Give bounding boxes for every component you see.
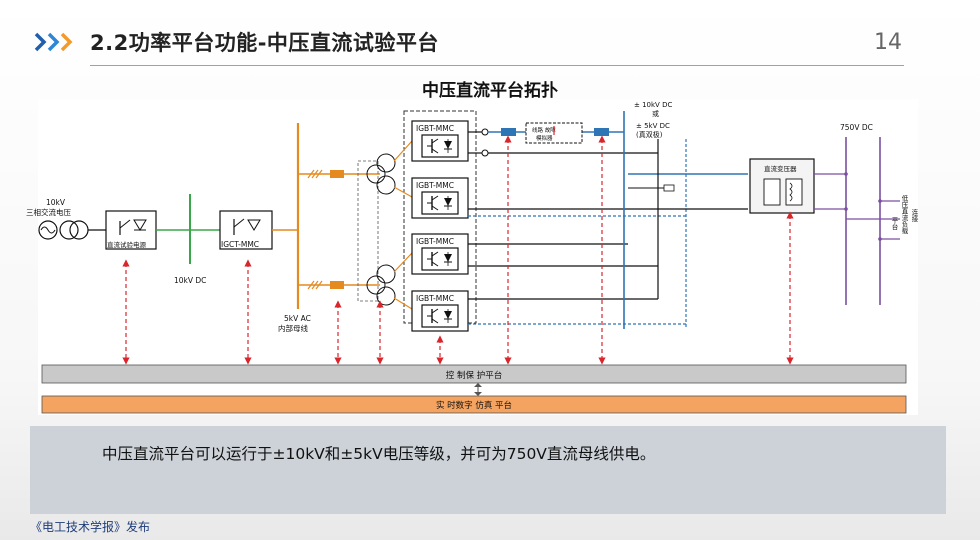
source-label-line: 三相交流电压 [26, 207, 71, 217]
title-divider [90, 65, 904, 66]
voltage-level-label-line: 或 [652, 109, 659, 118]
dc-test-source-box [105, 210, 157, 250]
breaker-dc-2 [594, 128, 609, 136]
breaker-lower [330, 281, 344, 289]
chevron-right-icon [34, 32, 73, 52]
control-protection-platform [41, 364, 907, 384]
igbt-mmc-label: IGBT-MMC [416, 181, 454, 190]
voltage-level-label-line: ± 10kV DC [634, 101, 672, 109]
igbt-mmc-label: IGBT-MMC [416, 294, 454, 303]
igbt-mmc-unit: IGBT-MMC [411, 120, 469, 162]
ac-5kv-bus-label: 5kV AC 内部母线 [278, 314, 313, 333]
voltage-level-label: ± 10kV DC 或 ± 5kV DC (真双极) [634, 101, 675, 139]
igbt-mmc-unit: IGBT-MMC [411, 290, 469, 332]
voltage-level-label-line: (真双极) [636, 130, 663, 139]
igbt-mmc-unit: IGBT-MMC [411, 233, 469, 275]
footer-source: 《电工技术学报》发布 [30, 520, 151, 534]
breaker-upper [330, 170, 344, 178]
igbt-mmc-label: IGBT-MMC [416, 237, 454, 246]
line-fault-simulator-label-line: 模拟器 [536, 134, 553, 142]
figure-title: 中压直流平台拓扑 [422, 81, 558, 101]
line-fault-simulator-label-line: 线路 故障 [532, 126, 556, 134]
ac-5kv-bus-label-line: 5kV AC [284, 314, 311, 323]
igct-mmc-box [219, 210, 273, 250]
dc-test-source-label: 直流试验电源 [107, 240, 147, 249]
slide-title: 2.2功率平台功能-中压直流试验平台 [90, 31, 439, 55]
load-platform-label: 平台 [890, 217, 898, 232]
link-arrow-icon [474, 383, 482, 396]
load-platform-label-line: 连接 [910, 208, 918, 224]
realtime-simulation-platform [41, 395, 907, 414]
igbt-mmc-unit: IGBT-MMC [411, 177, 469, 219]
dc-750v-label: 750V DC [840, 123, 873, 132]
line-fault-simulator-label: 线路 故障 模拟器 [532, 126, 558, 142]
control-platform-label: 控 制保 护平台 [446, 370, 502, 381]
voltage-level-label-line: ± 5kV DC [636, 122, 670, 130]
load-platform-label-line: 低压直流负载 [900, 194, 908, 236]
transformer-upper [366, 140, 413, 198]
topology-diagram: 10kV 三相交流电压 直流试验电源 10kV DC IGCT-MMC 5kV … [26, 99, 918, 415]
ac-source-symbol [38, 220, 89, 240]
load-platform-label: 连接 [910, 208, 918, 224]
load-platform-label-line: 平台 [890, 217, 898, 232]
igbt-mmc-label: IGBT-MMC [416, 124, 454, 133]
dc-transformer-label: 直流变压器 [764, 164, 797, 173]
ac-5kv-bus-label-line: 内部母线 [278, 323, 308, 333]
dc-transformer-box [749, 158, 815, 214]
transformer-lower [366, 252, 413, 310]
breaker-dc-1 [501, 128, 516, 136]
source-label: 10kV 三相交流电压 [26, 198, 71, 217]
simulation-platform-label: 实 时数字 仿真 平台 [436, 400, 512, 411]
summary-text: 中压直流平台可以运行于±10kV和±5kV电压等级，并可为750V直流母线供电。 [102, 445, 656, 463]
load-platform-label: 低压直流负载 [900, 194, 908, 236]
summary-panel: 中压直流平台可以运行于±10kV和±5kV电压等级，并可为750V直流母线供电。 [30, 426, 946, 514]
page-number: 14 [874, 30, 902, 55]
dc-10kv-label: 10kV DC [174, 276, 206, 285]
igct-mmc-label: IGCT-MMC [221, 240, 259, 249]
source-label-line: 10kV [46, 198, 66, 207]
